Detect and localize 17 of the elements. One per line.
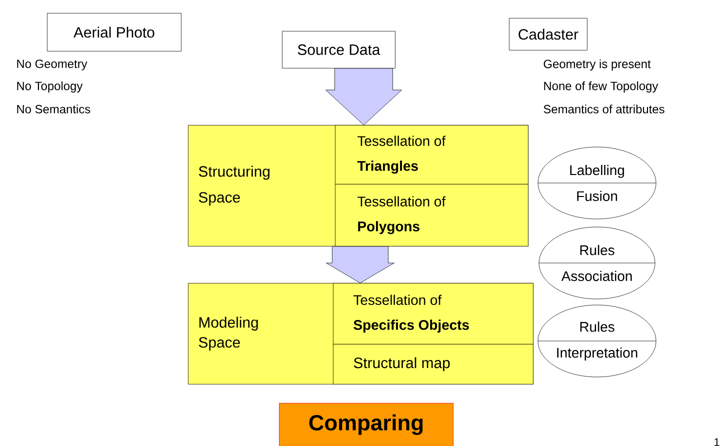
note-text: Semantics of attributes xyxy=(544,104,664,114)
note-text: None of few Topology xyxy=(544,81,658,93)
note-text: No Semantics xyxy=(17,104,90,114)
cell: Tessellation of Polygons xyxy=(335,184,528,246)
cell: Tessellation of Specifics Objects xyxy=(333,283,534,344)
label-box: Cadaster xyxy=(509,18,588,50)
cell: Tessellation of Triangles xyxy=(335,125,528,184)
block-arrow xyxy=(326,246,394,284)
button-box: Comparing xyxy=(279,403,454,446)
cell: Structural map xyxy=(333,344,534,384)
label-box: Source Data xyxy=(282,31,396,68)
note-text: No Topology xyxy=(17,81,83,93)
note-text: Geometry is present xyxy=(544,59,651,71)
block-arrow xyxy=(326,68,402,126)
page-number: 1 xyxy=(714,438,720,446)
label-box: Aerial Photo xyxy=(47,13,182,52)
note-text: No Geometry xyxy=(17,60,88,70)
